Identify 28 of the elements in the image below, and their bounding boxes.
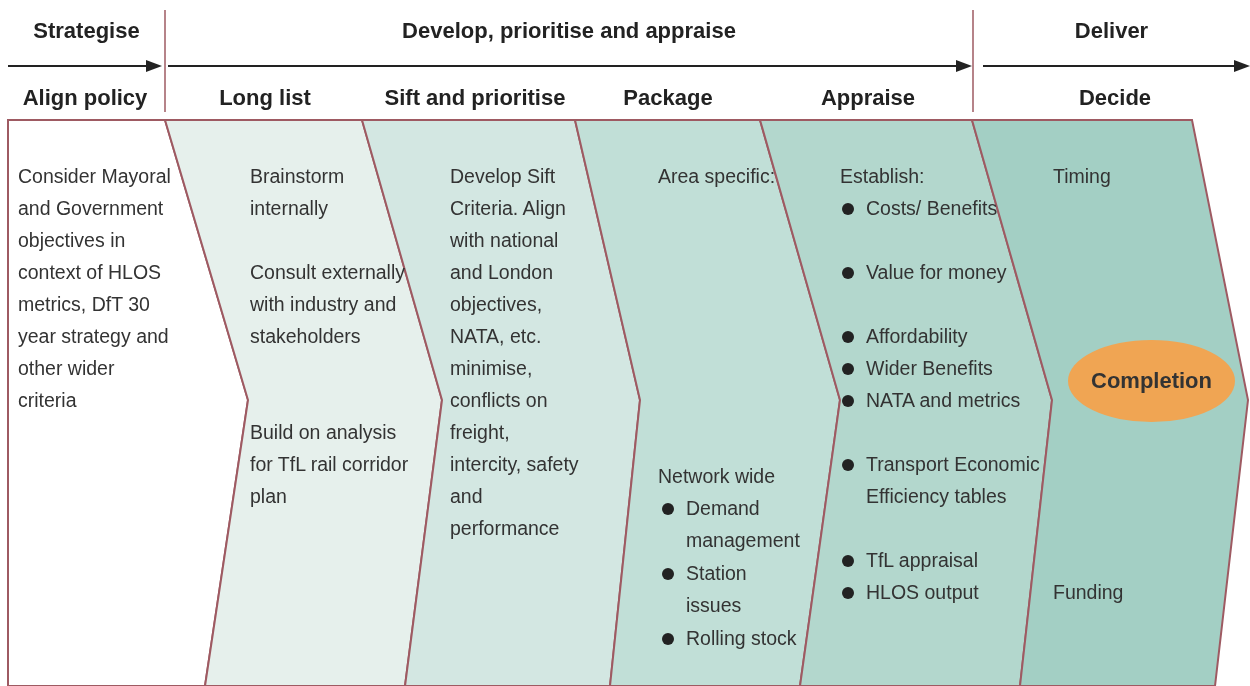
list-item: Rolling stock (660, 622, 801, 654)
list-item: HLOS output (840, 576, 1041, 608)
list-item: Station issues (660, 557, 801, 621)
body-text: Establish: (840, 164, 926, 189)
body-text: Consult externally with industry and stakeholders (250, 260, 406, 349)
list-item: Costs/ Benefits (840, 192, 1041, 224)
stage-heading: Long list (219, 85, 311, 111)
stage-heading: Package (623, 85, 713, 111)
stage-heading: Sift and prioritise (384, 85, 566, 111)
body-text: Consider Mayoral and Government objectives in context of HLOS metrics, DfT 30 year strategy and other wider criteria (18, 164, 172, 413)
node-label: Completion (1091, 368, 1212, 394)
list-item: Value for money (840, 256, 1041, 288)
body-text: Develop Sift Criteria. Align with national and London objectives, NATA, etc. minimise, conflicts on freight, intercity, safety and performance (450, 164, 580, 541)
body-text: Network wide (658, 464, 777, 489)
list-item: Affordability (840, 320, 1041, 352)
stage-heading: Decide (1078, 85, 1152, 111)
body-text: Area specific: (658, 164, 777, 189)
stage-heading: Align policy (22, 85, 148, 111)
list-item: Wider Benefits (840, 352, 1041, 384)
body-text: Build on analysis for TfL rail corridor plan (250, 420, 410, 509)
stage-heading: Appraise (820, 85, 916, 111)
body-text: Timing (1053, 164, 1112, 189)
list-item: NATA and metrics (840, 384, 1041, 416)
body-text: Funding (1053, 580, 1125, 605)
phase-label: Develop, prioritise and appraise (401, 18, 737, 44)
phase-label: Deliver (1073, 18, 1150, 44)
phase-label: Strategise (32, 18, 141, 44)
body-text: Brainstorm internally (250, 164, 346, 221)
